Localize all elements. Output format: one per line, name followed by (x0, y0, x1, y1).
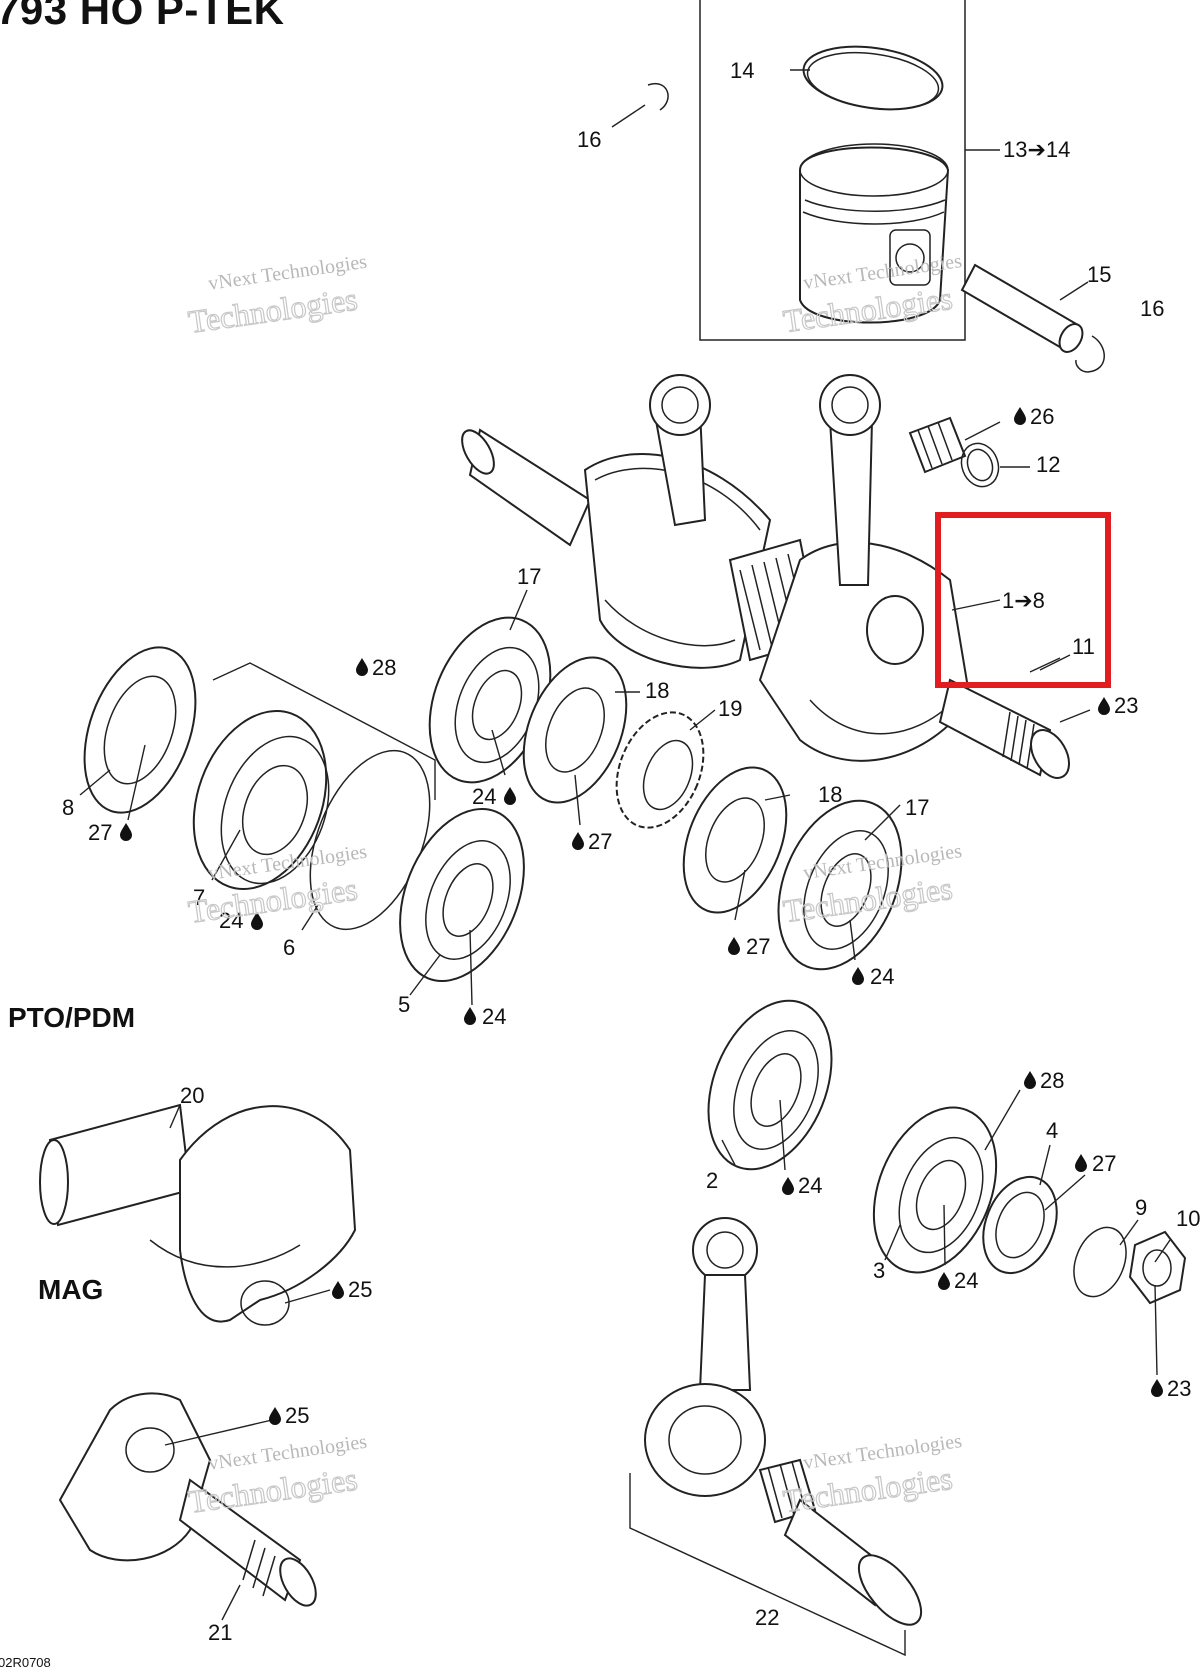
oil-drop-icon (728, 937, 740, 955)
oil-drop-icon (1075, 1154, 1087, 1172)
label-22: 22 (755, 1605, 779, 1630)
leader-lines (79, 69, 1171, 1621)
label-27: 27 (1092, 1151, 1116, 1176)
label-28: 28 (1040, 1068, 1064, 1093)
oil-drop-icon (464, 1007, 476, 1025)
highlight-box (935, 512, 1111, 688)
label-27: 27 (746, 934, 770, 959)
label-24: 24 (482, 1004, 506, 1029)
label-12: 12 (1036, 452, 1060, 477)
label-15: 15 (1087, 262, 1111, 287)
label-16: 16 (1140, 296, 1164, 321)
label-9: 9 (1135, 1195, 1147, 1220)
label-16: 16 (577, 127, 601, 152)
oil-drop-icon (504, 787, 516, 805)
label-24: 24 (472, 784, 496, 809)
label-5: 5 (398, 992, 410, 1017)
label-27: 27 (88, 820, 112, 845)
label-28: 28 (372, 655, 396, 680)
part-labels: 14 16 13➔14 15 16 26 12 17 28 18 19 1➔8 … (62, 58, 1200, 1645)
label-2: 2 (706, 1168, 718, 1193)
oil-drop-icon (1098, 697, 1110, 715)
label-17: 17 (517, 564, 541, 589)
label-24: 24 (954, 1268, 978, 1293)
lower-bearings (707, 999, 1187, 1305)
oil-drop-icon (852, 967, 864, 985)
label-6: 6 (283, 935, 295, 960)
oil-drop-icon (1014, 407, 1026, 425)
oil-drop-icon (356, 658, 368, 676)
label-3: 3 (873, 1258, 885, 1283)
oil-drop-icon (1024, 1071, 1036, 1089)
crankshaft-assembly (461, 374, 1070, 779)
label-24: 24 (870, 964, 894, 989)
diagram-code: 02R0708 (0, 1655, 51, 1670)
label-1-8: 1➔8 (1002, 588, 1045, 613)
oil-drop-icon (1151, 1379, 1163, 1397)
oil-drop-icon (572, 832, 584, 850)
label-14: 14 (730, 58, 754, 83)
conrod-assembly (629, 1217, 923, 1657)
label-24: 24 (219, 908, 243, 933)
label-23: 23 (1114, 693, 1138, 718)
label-25: 25 (285, 1403, 309, 1428)
piston-group (647, 0, 1105, 373)
label-7: 7 (193, 885, 205, 910)
pto-crank-half (39, 1103, 357, 1326)
oil-drop-icon (269, 1407, 281, 1425)
label-11: 11 (1072, 634, 1095, 659)
label-19: 19 (718, 696, 742, 721)
label-24: 24 (798, 1173, 822, 1198)
label-4: 4 (1046, 1118, 1058, 1143)
label-13-14: 13➔14 (1003, 137, 1070, 162)
label-26: 26 (1030, 404, 1054, 429)
label-25: 25 (348, 1277, 372, 1302)
section-label-pto: PTO/PDM (8, 1002, 136, 1033)
label-27: 27 (588, 829, 612, 854)
label-18: 18 (818, 782, 842, 807)
label-18: 18 (645, 678, 669, 703)
label-20: 20 (180, 1083, 204, 1108)
bearings-row (83, 616, 903, 983)
oil-drop-icon (120, 823, 132, 841)
diagram-title: 793 HO P-TEK (0, 0, 285, 33)
label-10: 10 (1176, 1206, 1200, 1231)
oil-drop-icon (782, 1177, 794, 1195)
label-17: 17 (905, 795, 929, 820)
section-label-mag: MAG (38, 1274, 104, 1305)
oil-drop-icon (332, 1281, 344, 1299)
mag-crank-half (58, 1392, 317, 1607)
label-23: 23 (1167, 1376, 1191, 1401)
label-21: 21 (208, 1620, 232, 1645)
oil-drop-icon (938, 1272, 950, 1290)
label-8: 8 (62, 795, 74, 820)
